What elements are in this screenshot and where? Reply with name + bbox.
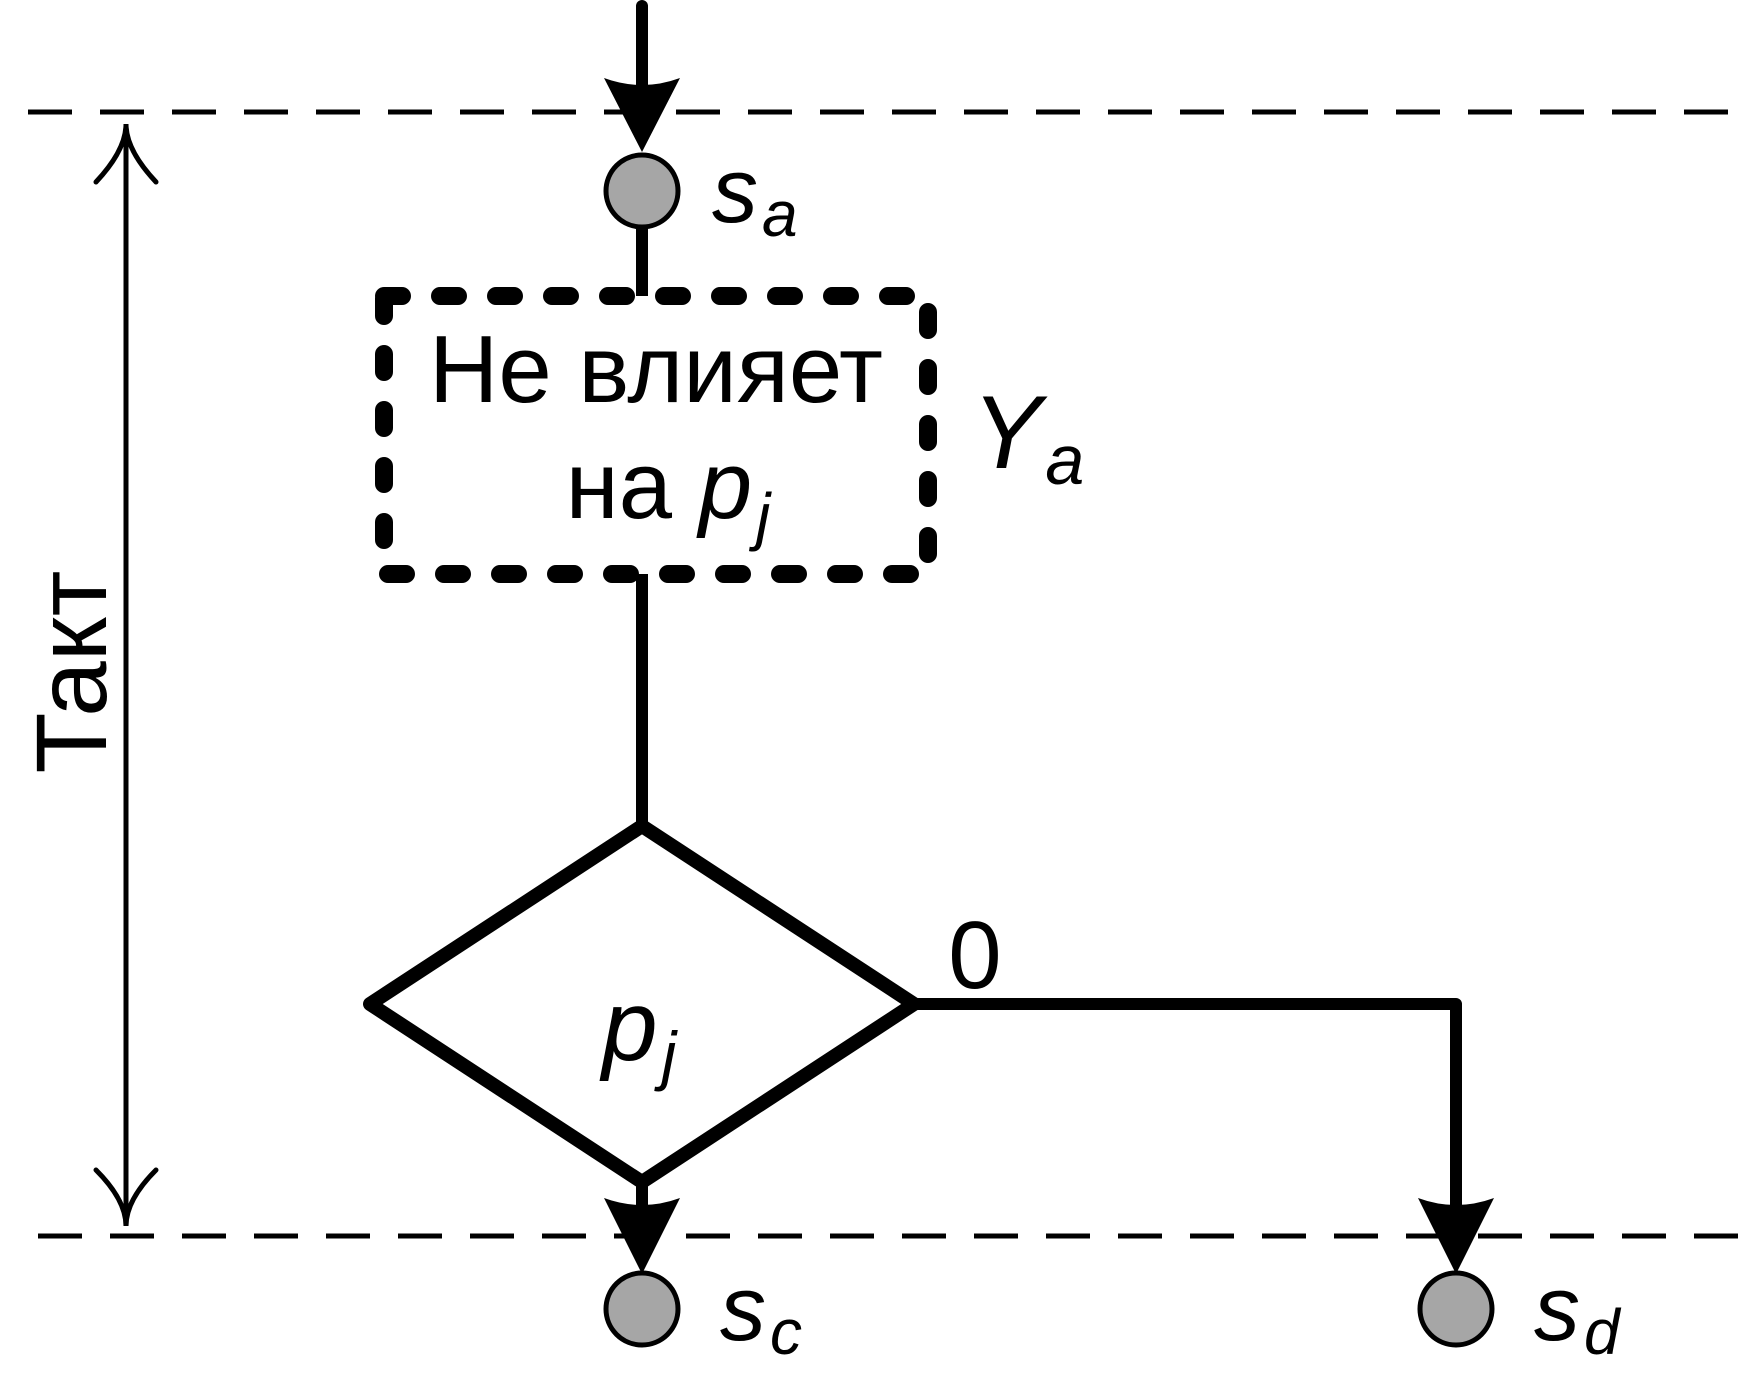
cycle-duration-arrow — [93, 123, 159, 1227]
output-label-ya: Ya — [972, 375, 1084, 499]
state-label-sa: sa — [712, 140, 798, 250]
cycle-label: Такт — [16, 571, 128, 774]
state-symbol: s — [720, 1258, 766, 1360]
branch-to-sd — [914, 998, 1494, 1274]
state-subscript: c — [770, 1296, 802, 1368]
state-symbol: s — [712, 140, 758, 242]
action-block-line1: Не влияет — [429, 316, 883, 423]
action-block-line2: на pj — [566, 432, 772, 552]
state-subscript: a — [762, 178, 798, 250]
state-node-sc — [603, 1270, 681, 1348]
action-block-var: p — [696, 432, 752, 539]
state-node-sd — [1417, 1270, 1495, 1348]
state-label-sd: sd — [1534, 1258, 1622, 1368]
branch-to-sc — [604, 1182, 680, 1274]
state-subscript: d — [1584, 1296, 1622, 1368]
action-block-prefix: на — [566, 432, 699, 539]
decision-var: p — [599, 970, 658, 1082]
incoming-arrow — [604, 0, 680, 152]
state-symbol: s — [1534, 1258, 1580, 1360]
state-label-sc: sc — [720, 1258, 802, 1368]
state-node-sa — [603, 152, 681, 230]
action-block — [375, 287, 937, 583]
false-branch-label: 0 — [948, 902, 1001, 1009]
output-subscript: a — [1045, 421, 1084, 499]
output-symbol: Y — [972, 375, 1048, 491]
